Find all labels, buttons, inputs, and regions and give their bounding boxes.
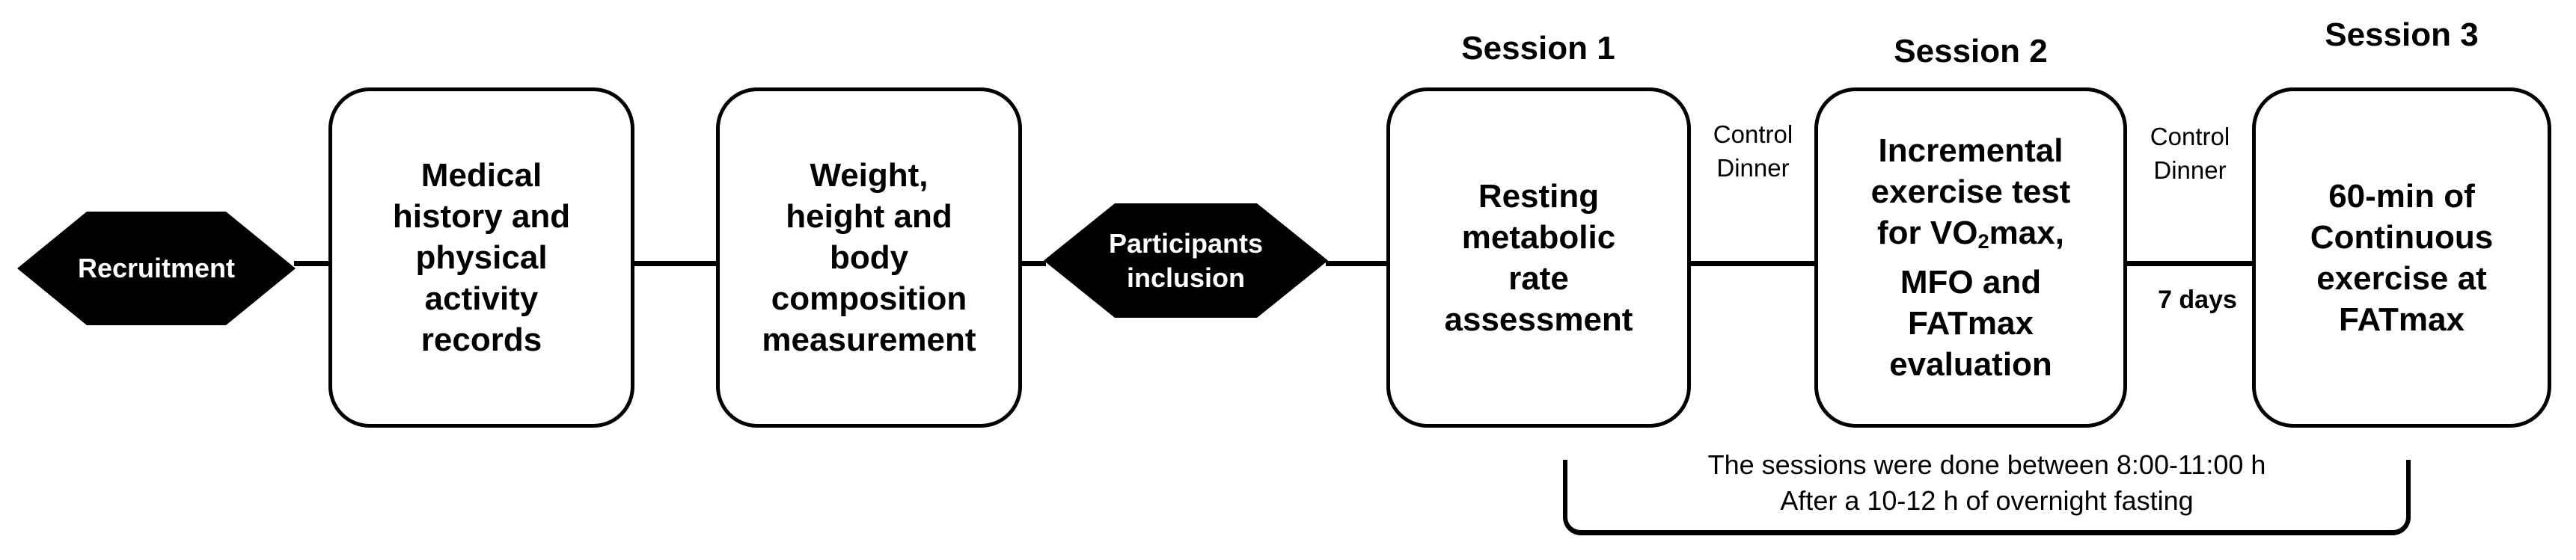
- sessions-footnote: The sessions were done between 8:00-11:0…: [1563, 447, 2411, 519]
- recruitment-hexagon: Recruitment: [17, 212, 296, 325]
- text-line: MFO and: [1900, 264, 2042, 301]
- text-line: rate: [1508, 259, 1569, 297]
- edge-medical-to-measurement: [632, 261, 718, 266]
- text-line: Weight,: [810, 157, 928, 194]
- text-line: records: [420, 321, 542, 358]
- edge-session1-to-session2: [1689, 261, 1817, 266]
- text-line: Dinner: [2153, 156, 2227, 184]
- edge-session2-to-session3: [2125, 261, 2254, 266]
- text-line: FATmax: [1908, 305, 2034, 342]
- medical-history-box: Medical history and physical activity record…: [328, 87, 634, 428]
- text-line: FATmax: [2339, 301, 2465, 338]
- text-line: exercise at: [2316, 259, 2487, 297]
- text-line: After a 10-12 h of overnight fasting: [1780, 485, 2194, 516]
- session1-title: Session 1: [1461, 30, 1615, 67]
- text-line: assessment: [1444, 301, 1633, 338]
- text-line: 60-min of: [2328, 177, 2475, 215]
- text-line: exercise test: [1870, 173, 2071, 210]
- text-line: The sessions were done between 8:00-11:0…: [1707, 449, 2266, 480]
- text-line: inclusion: [1126, 262, 1245, 293]
- edge-inclusion-to-session1: [1326, 261, 1389, 266]
- text-line: Resting: [1478, 177, 1600, 215]
- text-line: physical: [415, 239, 548, 276]
- text-line: activity: [424, 280, 539, 317]
- text-line: Incremental: [1878, 132, 2063, 169]
- text-line: Control: [1713, 120, 1793, 148]
- text-line: Dinner: [1716, 154, 1790, 182]
- text-line: Control: [2150, 123, 2230, 150]
- text-line: body: [829, 239, 909, 276]
- recruitment-label: Recruitment: [77, 253, 236, 283]
- seven-days-label: 7 days: [2158, 286, 2237, 314]
- text-line: Continuous: [2310, 218, 2494, 256]
- text-line: for VO2max,: [1877, 215, 2064, 253]
- subscript-2: 2: [1977, 230, 1989, 253]
- session2-title: Session 2: [1894, 33, 2048, 70]
- text-line: evaluation: [1889, 346, 2052, 383]
- session3-title: Session 3: [2325, 16, 2479, 53]
- body-composition-box: Weight, height and body composition measurem…: [716, 87, 1022, 428]
- edge-measurement-to-inclusion: [1020, 261, 1046, 266]
- edge-recruitment-to-medical: [294, 261, 330, 266]
- session2-box: Incremental exercise test for VO2max, MFO a…: [1814, 87, 2127, 428]
- text-line: metabolic: [1461, 218, 1616, 256]
- text-line: Medical: [420, 157, 542, 194]
- text-line: measurement: [762, 321, 976, 358]
- sessions-bracket: [1563, 460, 2411, 535]
- text-line: Participants: [1108, 227, 1264, 259]
- text-line: height and: [786, 198, 952, 235]
- text-line: history and: [392, 198, 571, 235]
- text-line: composition: [771, 280, 967, 317]
